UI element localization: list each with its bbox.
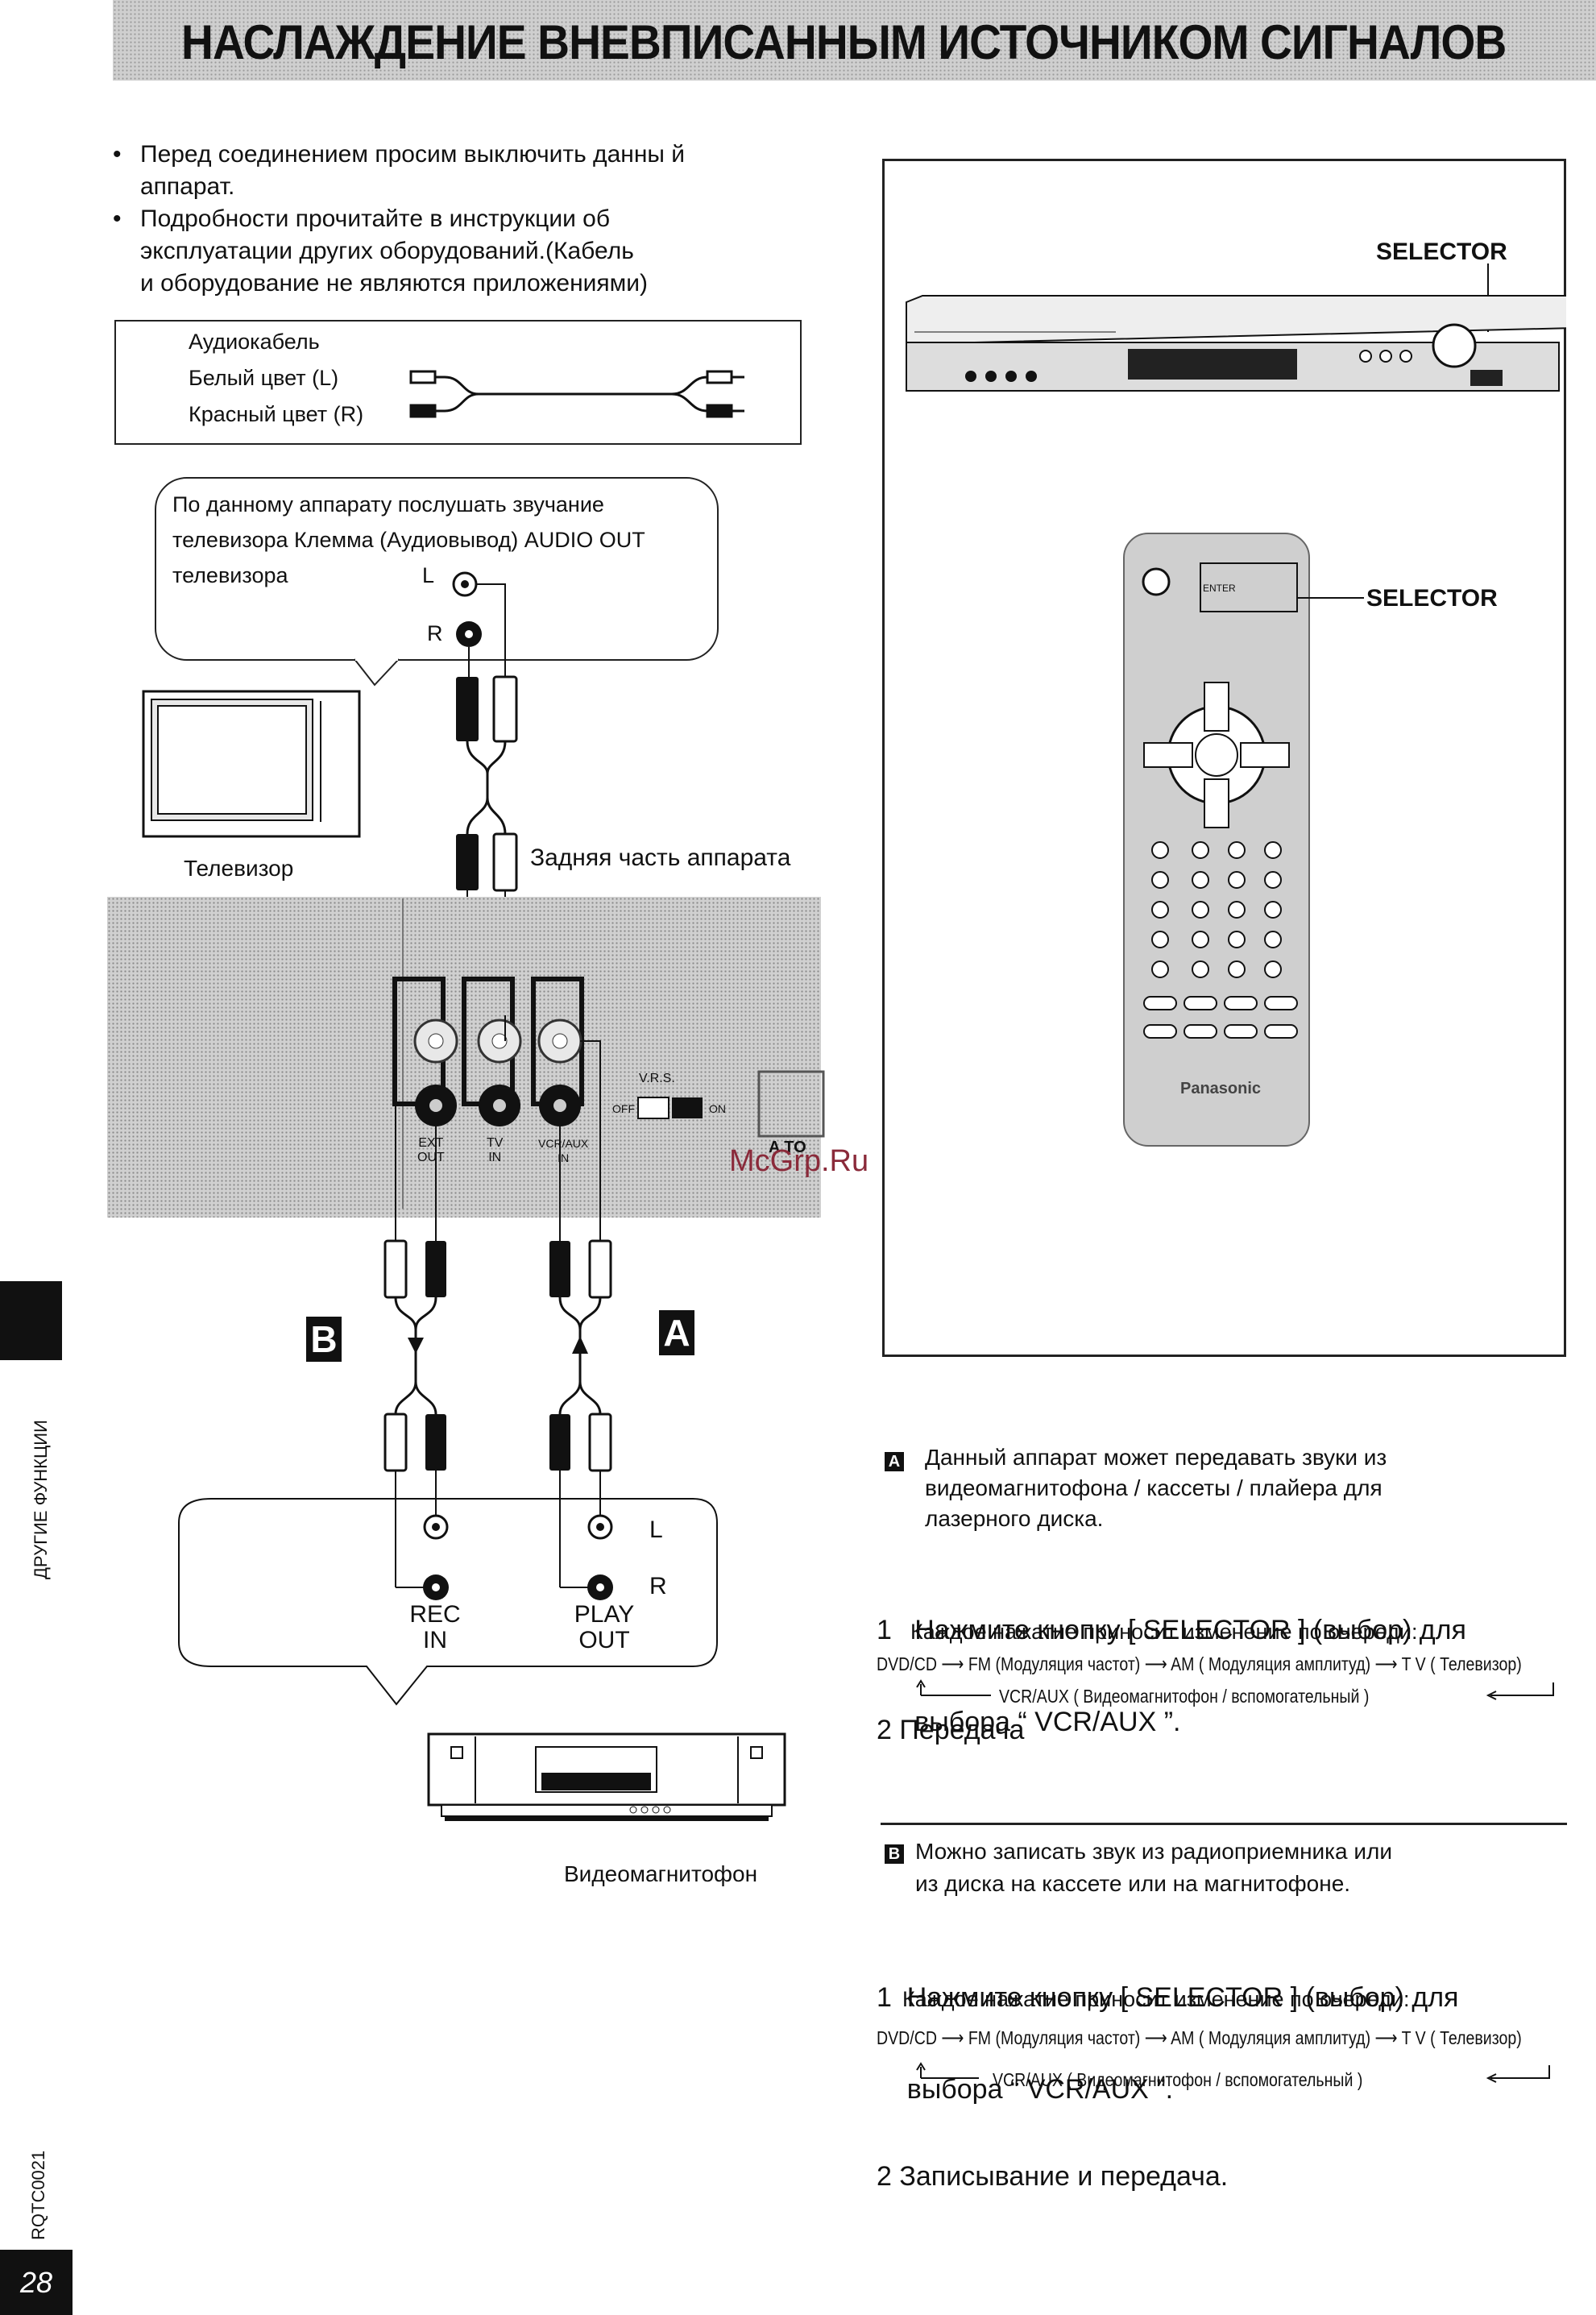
section-b-desc-line-2: из диска на кассете или на магнитофоне. (915, 1871, 1351, 1896)
section-a-desc-line-1: Данный аппарат может передавать звуки из (925, 1445, 1387, 1470)
remote-brand-label: Panasonic (1180, 1080, 1262, 1097)
rec-label: REC (409, 1601, 461, 1628)
cable-icon (409, 370, 744, 418)
selector-label-main-unit: SELECTOR (1376, 239, 1507, 265)
section-b-cycle-arrow (916, 2062, 1550, 2083)
cable-white-label: Белый цвет (L) (189, 366, 339, 390)
remote-enter-label: ENTER (1203, 583, 1236, 594)
tv-icon (142, 690, 361, 838)
tv-r-label: R (427, 621, 443, 645)
section-a-description: Данный аппарат может передавать звуки из… (925, 1442, 1387, 1534)
doc-code-text: RQTC0021 (28, 2150, 48, 2240)
bullet-2-line-1: Подробности прочитайте в инструкции об (140, 205, 611, 232)
badge-b: B (306, 1317, 342, 1362)
tv-l-label: L (422, 563, 435, 587)
section-b-step-1-line-2: выбора “ VCR/AUX ”. (877, 2074, 1174, 2105)
section-b-step-1: 1 Нажмите кнопку [ SELECTOR ] (выбор) дл… (877, 1921, 1458, 2135)
intro-bullets: Перед соединением просим выключить данны… (113, 139, 773, 300)
vrs-label: V.R.S. (639, 1072, 675, 1085)
section-a-cycle-arrow (916, 1679, 1554, 1700)
vcr-l-label: L (649, 1516, 663, 1543)
page-title: НАСЛАЖДЕНИЕ ВНЕВПИСАННЫМ ИСТОЧНИКОМ СИГН… (181, 15, 1507, 69)
bullet-2: Подробности прочитайте в инструкции об э… (113, 203, 773, 300)
connection-diagram (142, 571, 518, 1088)
devices-drawing (906, 263, 1566, 1147)
section-b-step-1-line-1: 1 Нажмите кнопку [ SELECTOR ] (выбор) дл… (877, 1982, 1459, 2013)
section-a-sequence-1: DVD/CD ⟶ FM (Модуляция частот) ⟶ AM ( Мо… (877, 1653, 1522, 1674)
audio-cable-legend: Аудиокабель Белый цвет (L) Красный цвет … (114, 320, 802, 445)
title-bar (113, 0, 1596, 81)
rear-panel-label: Задняя часть аппарата (530, 844, 791, 871)
watermark: McGrp.Ru (729, 1144, 869, 1178)
bubble-line-1: По данному аппарату послушать звучание (172, 492, 604, 517)
section-a-desc-line-3: лазерного диска. (925, 1506, 1104, 1531)
jack-tv-label: TV (487, 1136, 504, 1150)
section-b-note: Каждое нажатие приносит изменение по оче… (902, 1987, 1410, 2011)
jack-vcr-in-text: IN (558, 1151, 570, 1164)
bullet-1: Перед соединением просим выключить данны… (113, 139, 773, 203)
play-label: PLAY (574, 1601, 635, 1628)
jack-out-label: OUT (417, 1151, 445, 1164)
section-b-step-2: 2 Записывание и передача. (877, 2161, 1229, 2192)
section-b-badge: B (885, 1844, 904, 1864)
section-a-desc-line-2: видеомагнитофона / кассеты / плайера для (925, 1475, 1383, 1500)
section-b-sequence-2: VCR/AUX ( Видеомагнитофон / вспомогатель… (993, 2069, 1363, 2090)
tv-label: Телевизор (184, 856, 294, 881)
device-illustration-box (882, 159, 1566, 1357)
vrs-on-label: ON (709, 1102, 726, 1115)
badge-a: A (659, 1310, 694, 1355)
bullet-2-line-2: эксплуатации других оборудований.(Кабель (140, 238, 634, 264)
vrs-off-label: OFF (612, 1102, 635, 1115)
bubble-line-2: телевизора Клемма (Аудиовывод) AUDIO OUT (172, 528, 645, 552)
tv-audio-out-bubble: По данному аппарату послушать звучание т… (155, 477, 719, 661)
page-number: 28 (0, 2250, 73, 2315)
selector-label-remote: SELECTOR (1366, 585, 1498, 612)
section-a-step-2: 2 Передача (877, 1715, 1025, 1745)
vcr-label: Видеомагнитофон (564, 1861, 758, 1886)
section-b-desc-line-1: Можно записать звук из радиоприемника ил… (915, 1839, 1393, 1864)
vcr-connection-drawing (178, 1209, 786, 1821)
section-a-note: Каждое нажатие приносит изменение по оче… (910, 1620, 1418, 1644)
section-label: ДРУГИЕ ФУНКЦИИ (0, 1370, 62, 1612)
section-b-sequence-1: DVD/CD ⟶ FM (Модуляция частот) ⟶ AM ( Мо… (877, 2027, 1522, 2048)
vcr-r-label: R (649, 1573, 667, 1599)
cable-title: Аудиокабель (189, 330, 320, 354)
a-to-label: A TO (769, 1139, 806, 1156)
section-tab (0, 1281, 62, 1360)
section-divider (881, 1823, 1567, 1825)
bullet-2-line-3: и оборудование не являются приложениями) (140, 270, 649, 297)
bullet-1-line-2: аппарат. (140, 173, 235, 200)
rear-panel-jacks (392, 898, 825, 1209)
cable-red-label: Красный цвет (R) (189, 402, 364, 426)
vcr-icon (427, 1732, 786, 1821)
section-a-sequence-2: VCR/AUX ( Видеомагнитофон / вспомогатель… (999, 1686, 1370, 1707)
bubble-line-3: телевизора (172, 563, 288, 587)
main-unit-icon (906, 263, 1566, 392)
play-out-text: OUT (578, 1627, 630, 1653)
section-a-step-1-line-2: выбора “ VCR/AUX ”. (877, 1707, 1181, 1737)
remote-control-icon (1123, 533, 1364, 1147)
section-a-step-1-line-1: 1 Нажмите кнопку [ SELECTOR ] (выбор) дл… (877, 1615, 1466, 1645)
section-a-step-1: 1 Нажмите кнопку [ SELECTOR ] (выбор) дл… (877, 1554, 1466, 1768)
jack-tv-in-text: IN (488, 1151, 502, 1164)
jack-vcr-label: VCR/AUX (538, 1137, 589, 1150)
section-label-text: ДРУГИЕ ФУНКЦИИ (31, 1420, 51, 1579)
bullet-1-line-1: Перед соединением просим выключить данны… (140, 141, 686, 168)
section-a-badge: A (885, 1452, 904, 1471)
jack-ext-label: EXT (418, 1136, 444, 1150)
rec-in-text: IN (423, 1627, 447, 1653)
section-b-description: Можно записать звук из радиоприемника ил… (915, 1836, 1392, 1900)
